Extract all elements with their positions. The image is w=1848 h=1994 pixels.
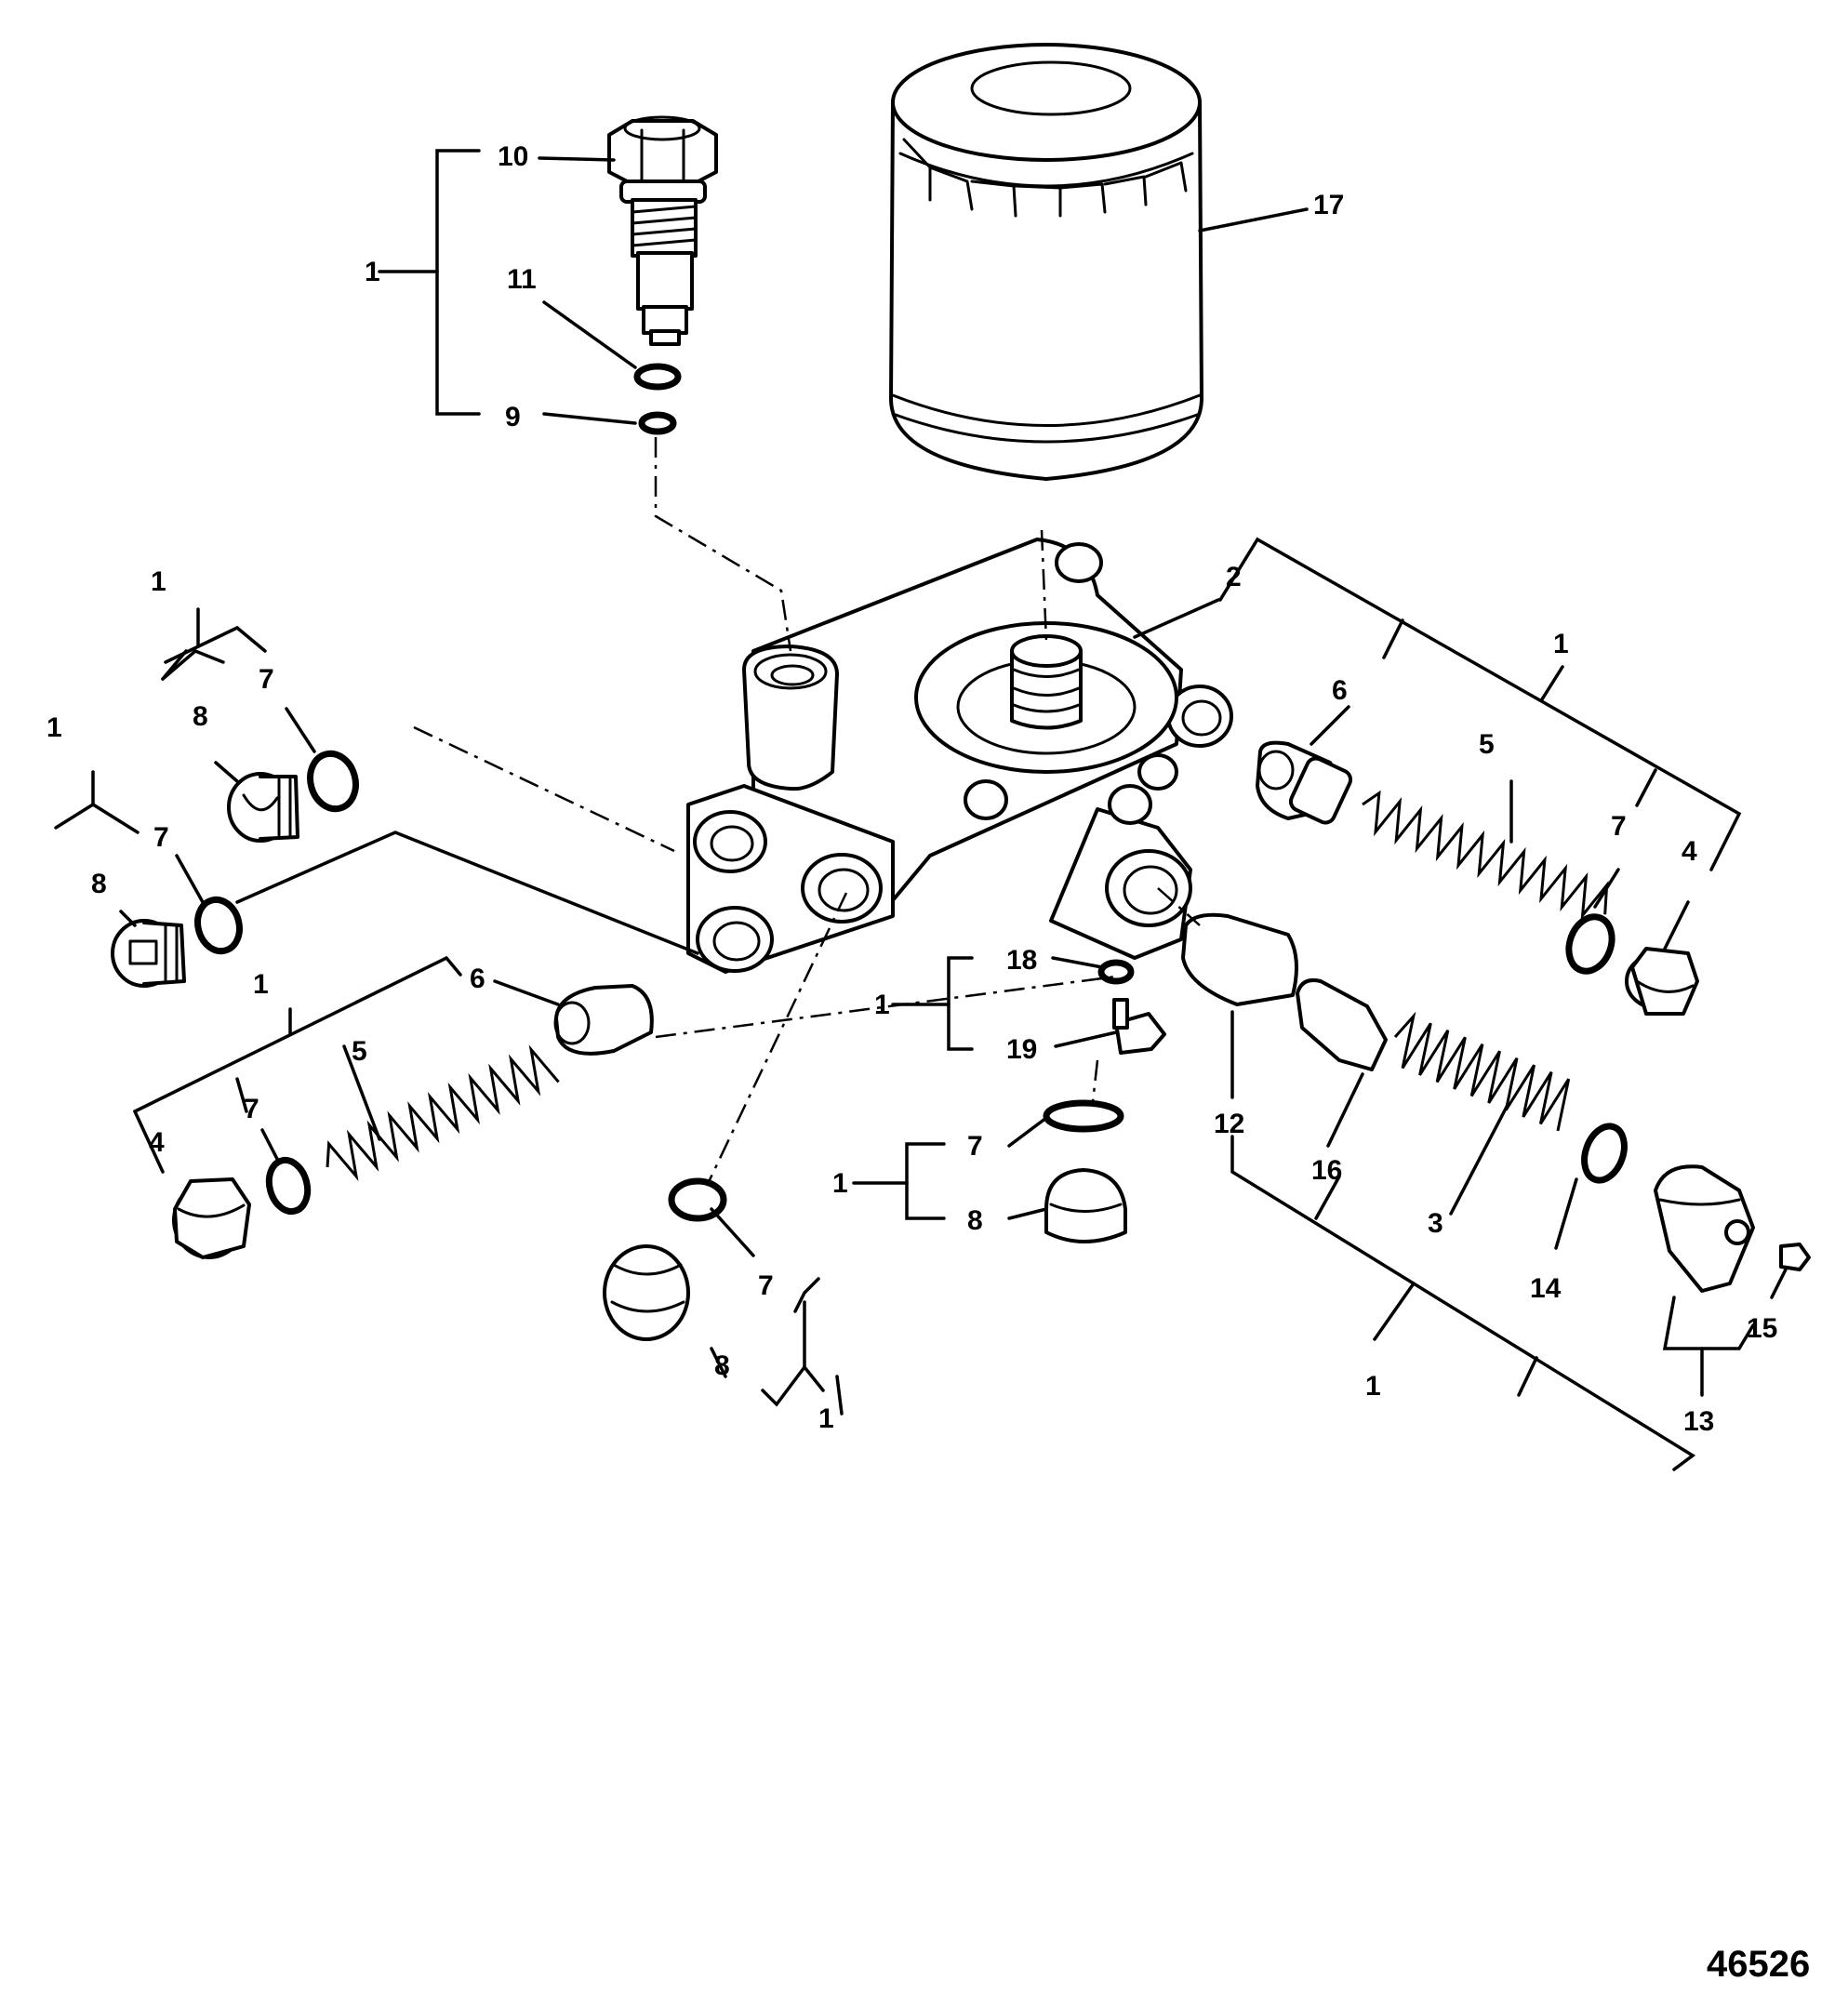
callout-10: 10 <box>498 141 528 172</box>
callout-7-upper-right: 7 <box>1611 811 1627 842</box>
callout-11: 11 <box>507 264 537 295</box>
upper-right-valve-stack <box>1256 740 1699 1016</box>
callout-1-middle-left: 1 <box>47 712 62 743</box>
callout-13: 13 <box>1683 1406 1714 1437</box>
center-fitting <box>1043 959 1166 1243</box>
callout-7-left: 7 <box>244 1094 259 1124</box>
callout-1-left: 1 <box>253 969 269 1000</box>
callout-7-upper-left: 7 <box>259 664 274 695</box>
callout-18: 18 <box>1006 945 1037 976</box>
callout-16: 16 <box>1311 1155 1342 1186</box>
callout-7-bottom-left: 7 <box>758 1270 774 1301</box>
callout-17: 17 <box>1313 190 1344 220</box>
upper-left-plug <box>227 750 359 843</box>
callout-1-relief-valve: 1 <box>365 257 380 287</box>
callout-14: 14 <box>1530 1273 1562 1304</box>
callout-1-center-lower: 1 <box>832 1168 848 1199</box>
relief-valve-assembly <box>607 115 718 435</box>
callout-1-center-upper: 1 <box>874 990 890 1020</box>
lower-right-valve-stack <box>1181 912 1811 1293</box>
callout-8-middle-left: 8 <box>91 869 107 899</box>
callout-7-middle-left: 7 <box>153 822 169 853</box>
callout-1-upper-right: 1 <box>1553 629 1569 659</box>
callout-6-upper-right: 6 <box>1332 675 1348 706</box>
callout-19: 19 <box>1006 1034 1037 1065</box>
callout-5-upper-right: 5 <box>1479 729 1495 760</box>
leader-lines <box>54 149 1788 1471</box>
callout-4-upper-right: 4 <box>1682 836 1697 867</box>
callout-4-left: 4 <box>149 1127 165 1158</box>
callout-15: 15 <box>1747 1313 1777 1344</box>
spring-3 <box>1393 1011 1571 1132</box>
filter-adapter-housing <box>686 538 1233 974</box>
callout-1-lower-right: 1 <box>1365 1371 1381 1402</box>
callout-3: 3 <box>1428 1208 1443 1239</box>
callout-7-center: 7 <box>967 1131 983 1162</box>
oil-filter <box>889 43 1203 481</box>
spring-5-lower <box>326 1044 560 1181</box>
callout-12: 12 <box>1214 1109 1244 1139</box>
left-valve-stack <box>172 984 654 1259</box>
callout-6-left: 6 <box>470 964 485 994</box>
callout-8-center: 8 <box>967 1205 983 1236</box>
assembly-centerlines <box>413 437 1201 1187</box>
callout-9: 9 <box>505 402 521 432</box>
bottom-left-plug <box>603 1177 727 1341</box>
callout-8-bottom-left: 8 <box>714 1350 730 1381</box>
middle-left-plug <box>111 896 243 988</box>
figure-number: 46526 <box>1707 1944 1810 1985</box>
callout-2: 2 <box>1226 562 1242 592</box>
callout-5-left: 5 <box>352 1036 367 1067</box>
callout-1-upper-left: 1 <box>151 566 166 597</box>
callout-1-bottom-left: 1 <box>818 1403 834 1434</box>
callout-8-upper-left: 8 <box>193 701 208 732</box>
callout-labels: 10 1 11 9 17 2 1 6 5 7 4 1 7 8 1 7 8 1 6… <box>47 141 1777 1437</box>
spring-5-upper <box>1362 790 1609 921</box>
